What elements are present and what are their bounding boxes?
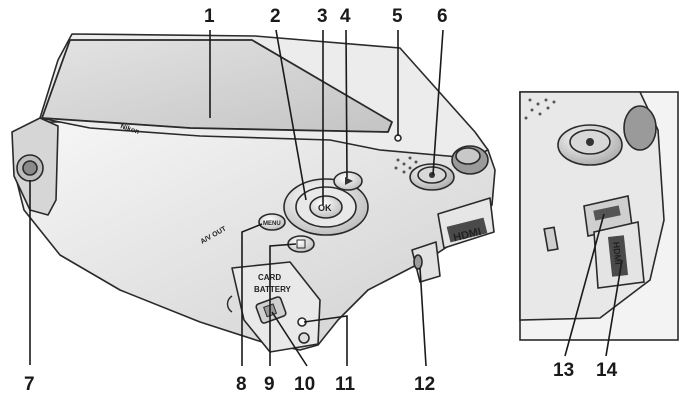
callout-5: 5 [392, 6, 403, 27]
inset-speaker-grille [524, 98, 556, 120]
callout-1: 1 [204, 6, 215, 27]
inset-view: HDMI [519, 91, 679, 341]
play-icon [345, 177, 353, 185]
battery-label: BATTERY [254, 285, 292, 294]
callout-10: 10 [294, 374, 315, 395]
hdmi-inset-label: HDMI [611, 241, 623, 265]
strap-eyelet [411, 241, 441, 283]
callout-7: 7 [24, 374, 35, 395]
callout-6: 6 [437, 6, 448, 27]
trash-icon [296, 239, 306, 249]
ok-button[interactable] [309, 195, 343, 219]
callout-14: 14 [596, 360, 618, 381]
callout-12: 12 [414, 374, 435, 395]
camera-main-view: Nikon OK MENU A/V OUT [11, 33, 496, 353]
ok-button-label: OK [318, 203, 332, 213]
leader-lines [29, 29, 623, 367]
inset-zoom-control[interactable] [623, 105, 657, 151]
callout-3: 3 [317, 6, 328, 27]
menu-button-label: MENU [263, 221, 281, 227]
callout-numbers: 1 2 3 4 5 6 7 8 9 10 11 12 13 14 [24, 6, 618, 395]
callout-8: 8 [236, 374, 247, 395]
menu-button[interactable] [258, 213, 286, 231]
callout-9: 9 [264, 374, 275, 395]
callout-13: 13 [553, 360, 574, 381]
open-arrow-icon [226, 295, 233, 313]
callout-4: 4 [340, 6, 351, 27]
callout-2: 2 [270, 6, 281, 27]
callout-11: 11 [335, 374, 356, 395]
